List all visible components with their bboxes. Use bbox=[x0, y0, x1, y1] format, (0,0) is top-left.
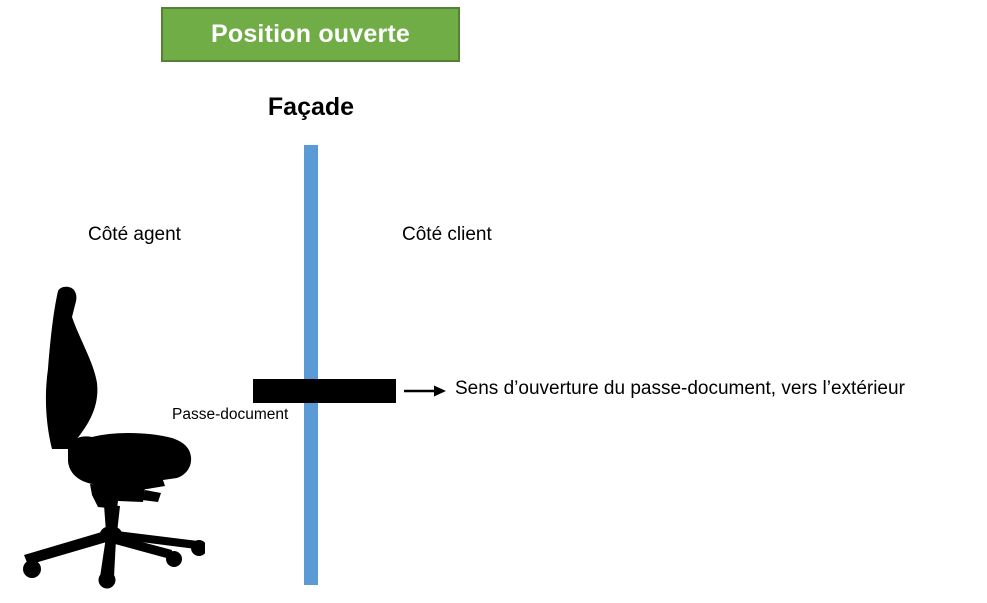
opening-direction-note: Sens d’ouverture du passe-document, vers… bbox=[455, 378, 905, 399]
office-chair-icon bbox=[23, 286, 205, 589]
position-ouverte-banner: Position ouverte bbox=[161, 7, 460, 62]
side-label-agent: Côté agent bbox=[88, 224, 181, 245]
passe-document-label: Passe-document bbox=[172, 406, 289, 423]
facade-wall-bar bbox=[304, 145, 318, 585]
side-label-client: Côté client bbox=[402, 224, 492, 245]
facade-title: Façade bbox=[267, 93, 355, 121]
right-arrow-icon bbox=[404, 385, 446, 397]
banner-label: Position ouverte bbox=[210, 20, 411, 48]
passe-document-slab bbox=[253, 379, 396, 403]
